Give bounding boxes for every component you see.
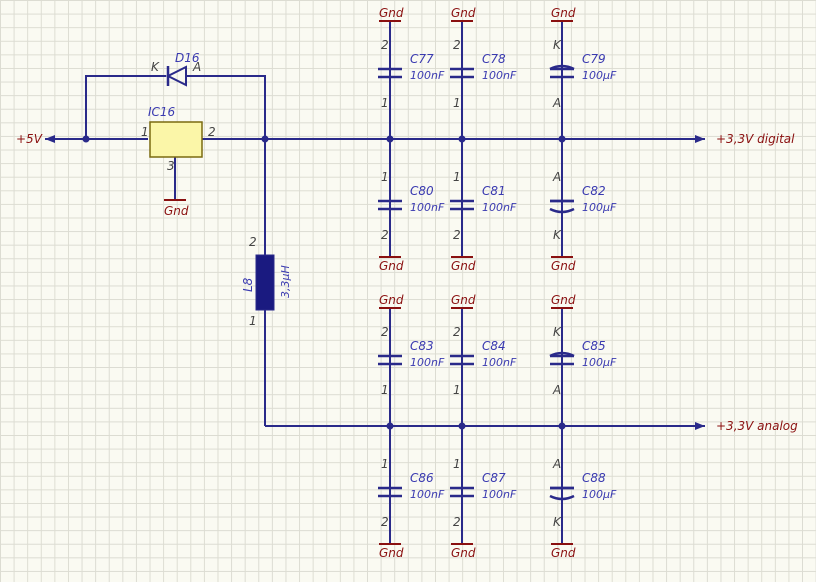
inductor-ref: L8 xyxy=(241,277,255,292)
capacitor-group: Gnd21C77100nFGnd21C78100nFGndKAC79100µFG… xyxy=(378,6,617,560)
capacitor-pin-label: 1 xyxy=(453,170,461,184)
arrow-input xyxy=(45,135,55,143)
ground-label: Gnd xyxy=(451,546,476,560)
capacitor-ref: C80 xyxy=(410,184,434,198)
ic-ref: IC16 xyxy=(148,105,176,119)
capacitor-pin-label: 2 xyxy=(381,515,389,529)
capacitor-ref: C78 xyxy=(482,52,506,66)
capacitor-pin-label: A xyxy=(552,457,561,471)
capacitor-pin-label: K xyxy=(553,325,562,339)
arrow-analog xyxy=(695,422,705,430)
capacitor-value: 100µF xyxy=(582,69,617,82)
diode-pin-k: K xyxy=(151,60,160,74)
capacitor-ref: C81 xyxy=(482,184,506,198)
ic-pin-3: 3 xyxy=(167,159,175,173)
capacitor-plate xyxy=(549,351,575,358)
ground-label: Gnd xyxy=(451,293,476,307)
net-label-input: +5V xyxy=(16,132,43,146)
capacitor-value: 100nF xyxy=(482,356,517,369)
capacitor-pin-label: 2 xyxy=(381,228,389,242)
ground-label: Gnd xyxy=(164,204,189,218)
net-label-digital: +3,3V digital xyxy=(716,132,795,146)
capacitor-pin-label: 1 xyxy=(381,96,389,110)
capacitor-ref: C85 xyxy=(582,339,606,353)
capacitor-plate xyxy=(549,494,575,501)
capacitor-pin-label: K xyxy=(553,38,562,52)
arrow-digital xyxy=(695,135,705,143)
ground-label: Gnd xyxy=(551,546,576,560)
capacitor-value: 100nF xyxy=(410,488,445,501)
capacitor-pin-label: 2 xyxy=(453,515,461,529)
ic-pin-2: 2 xyxy=(208,125,216,139)
ground-label: Gnd xyxy=(551,293,576,307)
wire-diode-cathode xyxy=(85,75,166,139)
capacitor-pin-label: 1 xyxy=(453,457,461,471)
capacitor-pin-label: A xyxy=(552,383,561,397)
inductor-value: 3,3µH xyxy=(279,265,292,298)
capacitor-value: 100nF xyxy=(410,69,445,82)
ground-label: Gnd xyxy=(379,546,404,560)
ic-pin-1: 1 xyxy=(141,125,149,139)
inductor-body xyxy=(255,254,275,311)
capacitor-value: 100µF xyxy=(582,201,617,214)
diode-pin-a: A xyxy=(192,60,201,74)
inductor-pin-1: 1 xyxy=(249,314,257,328)
capacitor-value: 100nF xyxy=(410,201,445,214)
capacitor-plate xyxy=(549,207,575,214)
ground-label: Gnd xyxy=(551,259,576,273)
capacitor-pin-label: 2 xyxy=(453,228,461,242)
capacitor-value: 100µF xyxy=(582,488,617,501)
ground-label: Gnd xyxy=(451,259,476,273)
capacitor-value: 100nF xyxy=(482,488,517,501)
capacitor-pin-label: 1 xyxy=(453,96,461,110)
wire-diode-anode xyxy=(186,75,266,139)
diode-ref: D16 xyxy=(175,51,200,65)
ground-label: Gnd xyxy=(379,6,404,20)
capacitor-value: 100nF xyxy=(482,69,517,82)
capacitor-plate xyxy=(549,64,575,71)
capacitor-value: 100nF xyxy=(482,201,517,214)
capacitor-ref: C83 xyxy=(410,339,434,353)
capacitor-pin-label: 2 xyxy=(453,38,461,52)
capacitor-ref: C79 xyxy=(582,52,606,66)
capacitor-ref: C88 xyxy=(582,471,606,485)
ground-label: Gnd xyxy=(451,6,476,20)
capacitor-pin-label: 1 xyxy=(453,383,461,397)
capacitor-pin-label: 1 xyxy=(381,383,389,397)
junction-dot xyxy=(82,135,90,143)
capacitor-pin-label: 2 xyxy=(381,38,389,52)
capacitor-pin-label: 2 xyxy=(453,325,461,339)
capacitor-value: 100µF xyxy=(582,356,617,369)
junction-dot xyxy=(261,135,269,143)
capacitor-ref: C86 xyxy=(410,471,434,485)
capacitor-ref: C84 xyxy=(482,339,506,353)
capacitor-ref: C77 xyxy=(410,52,434,66)
capacitor-value: 100nF xyxy=(410,356,445,369)
capacitor-pin-label: 2 xyxy=(381,325,389,339)
capacitor-pin-label: A xyxy=(552,96,561,110)
net-label-analog: +3,3V analog xyxy=(716,419,798,433)
capacitor-pin-label: K xyxy=(553,515,562,529)
ground-label: Gnd xyxy=(379,293,404,307)
capacitor-ref: C87 xyxy=(482,471,506,485)
diode-symbol xyxy=(165,65,187,87)
capacitor-pin-label: A xyxy=(552,170,561,184)
capacitor-pin-label: 1 xyxy=(381,170,389,184)
capacitor-ref: C82 xyxy=(582,184,606,198)
capacitor-pin-label: K xyxy=(553,228,562,242)
ground-label: Gnd xyxy=(551,6,576,20)
capacitor-pin-label: 1 xyxy=(381,457,389,471)
ground-label: Gnd xyxy=(379,259,404,273)
inductor-pin-2: 2 xyxy=(249,235,257,249)
ic-body xyxy=(149,121,203,158)
